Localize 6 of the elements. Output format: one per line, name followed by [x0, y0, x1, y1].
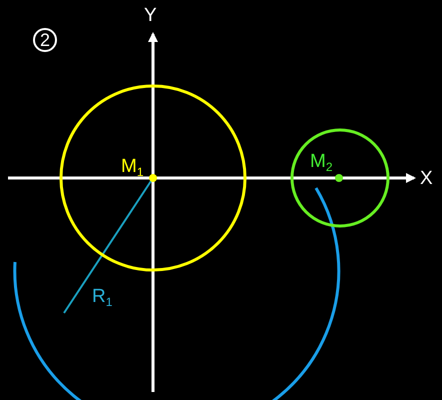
center-label: M$_{1}$ [121, 157, 144, 178]
step-number: 2 [33, 28, 57, 52]
radius-label: R$_{1}$ [92, 287, 112, 308]
axis-label: Y [144, 6, 157, 25]
center-label: M$_{2}$ [310, 152, 333, 173]
axis-label: X [420, 169, 433, 188]
